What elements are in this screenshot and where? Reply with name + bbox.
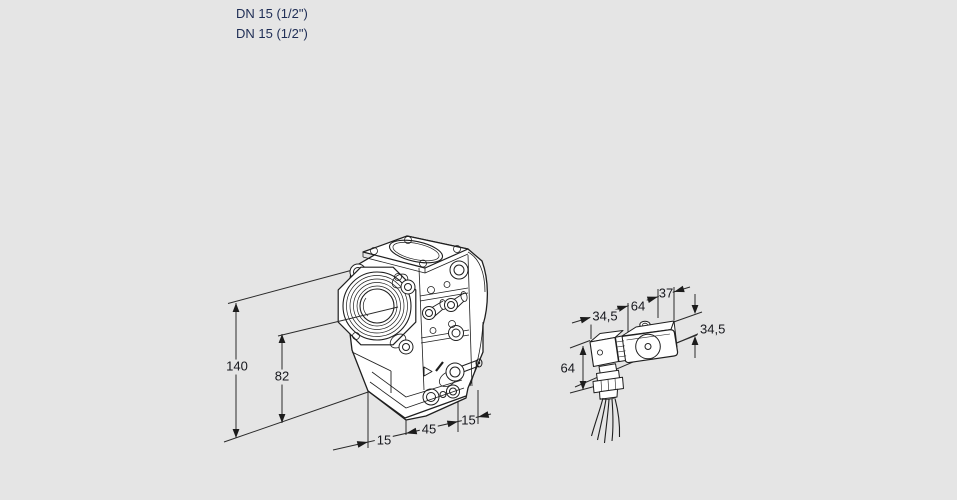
dim-label-82: 82 [272,368,292,385]
valve-front-face [389,254,473,391]
cable-connector-box [589,330,624,368]
valve-actuator-block [351,351,483,419]
dim-label-45: 45 [419,421,439,438]
cable-wires [590,397,621,444]
cable-gland [592,363,624,400]
valve-side-nozzle [461,358,483,373]
dim-label-64-left: 64 [558,360,577,377]
valve-dimension-lines [223,267,492,451]
dim-label-34-5-right: 34,5 [698,321,728,338]
page-title-line-2: DN 15 (1/2") [236,26,308,41]
dim-label-34-5-top: 34,5 [590,308,620,325]
dim-label-15-right: 15 [461,412,476,429]
dim-label-37: 37 [658,285,674,302]
page-title-line-1: DN 15 (1/2") [236,6,308,21]
valve-isometric-drawing [337,235,489,421]
flow-direction-icon [423,366,433,377]
dim-label-15-left: 15 [374,432,394,449]
dim-82-extension-line [277,306,399,337]
valve-test-nipples [422,291,468,320]
coil-face-circle [635,333,661,360]
valve-top-flange [362,235,469,274]
valve-threaded-port [337,266,417,346]
dim-label-64-top: 64 [628,298,648,315]
dim-label-140: 140 [224,358,250,375]
solenoid-drawing [589,320,679,444]
